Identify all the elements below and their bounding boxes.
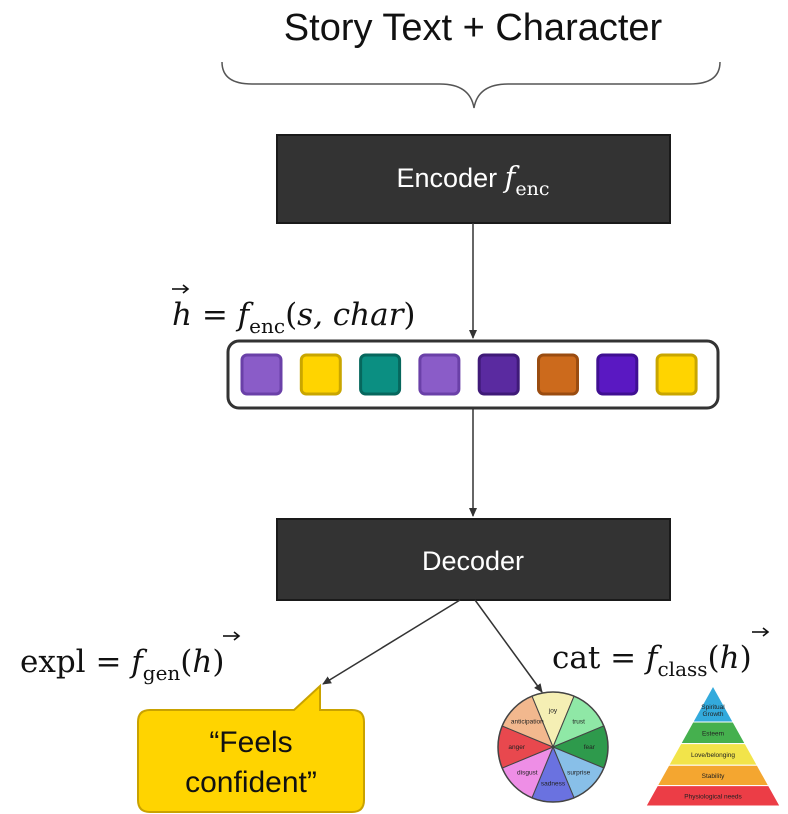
explanation-equation: expl = fgen(h) bbox=[20, 644, 224, 685]
embedding-cell bbox=[655, 353, 698, 396]
emotion-wheel-label: sadness bbox=[541, 780, 566, 787]
expl-h-vector-arrowhead bbox=[233, 631, 241, 641]
embedding-cell bbox=[537, 353, 579, 396]
h-vector-arrowhead bbox=[182, 284, 190, 294]
speech-bubble bbox=[137, 683, 365, 813]
decoder-label: Decoder bbox=[422, 546, 524, 576]
encoder-box bbox=[276, 134, 671, 224]
decoder-to-explanation-arrow bbox=[322, 599, 461, 685]
input-label: Story Text + Character bbox=[284, 7, 663, 49]
emotion-wheel-rim bbox=[497, 691, 609, 803]
maslow-level-label: Stability bbox=[702, 773, 726, 780]
maslow-level-label: Esteem bbox=[702, 730, 724, 737]
emotion-wheel-label: trust bbox=[572, 718, 585, 725]
maslow-level bbox=[645, 785, 781, 807]
emotion-wheel-label: anger bbox=[508, 744, 525, 751]
maslow-level-label: Growth bbox=[703, 711, 724, 718]
embedding-cell bbox=[418, 353, 461, 396]
embedding-cells bbox=[240, 353, 698, 396]
decoder-box bbox=[276, 518, 671, 601]
embedding-cell bbox=[477, 353, 520, 396]
explanation-text-line-2: confident” bbox=[185, 766, 317, 799]
emotion-wheel-label: surprise bbox=[567, 770, 591, 777]
encoder-label: Encoder fenc bbox=[397, 160, 550, 200]
embedding-cell bbox=[359, 353, 402, 396]
maslow-needs-pyramid: SpiritualGrowthEsteemLove/belongingStabi… bbox=[645, 684, 781, 807]
embedding-vector bbox=[226, 339, 720, 410]
embedding-cell bbox=[240, 353, 283, 396]
input-brace bbox=[221, 61, 721, 109]
embedding-cell bbox=[596, 353, 639, 396]
decoder-to-category-arrow bbox=[474, 599, 543, 693]
maslow-level-label: Physiological needs bbox=[684, 793, 742, 800]
explanation-text-line-1: “Feels bbox=[209, 726, 292, 759]
emotion-wheel-label: disgust bbox=[517, 770, 538, 777]
embedding-cell bbox=[299, 353, 342, 396]
emotion-wheel-label: joy bbox=[548, 708, 558, 715]
maslow-level-label: Spiritual bbox=[701, 704, 725, 711]
cat-h-vector-arrowhead bbox=[762, 627, 770, 637]
category-equation: cat = fclass(h) bbox=[552, 640, 752, 681]
emotion-wheel-label: fear bbox=[584, 744, 596, 751]
emotion-wheel-label: anticipation bbox=[511, 718, 544, 725]
hidden-vector-equation: h = fenc(s, char) bbox=[172, 297, 416, 338]
maslow-level-label: Love/belonging bbox=[691, 752, 735, 759]
